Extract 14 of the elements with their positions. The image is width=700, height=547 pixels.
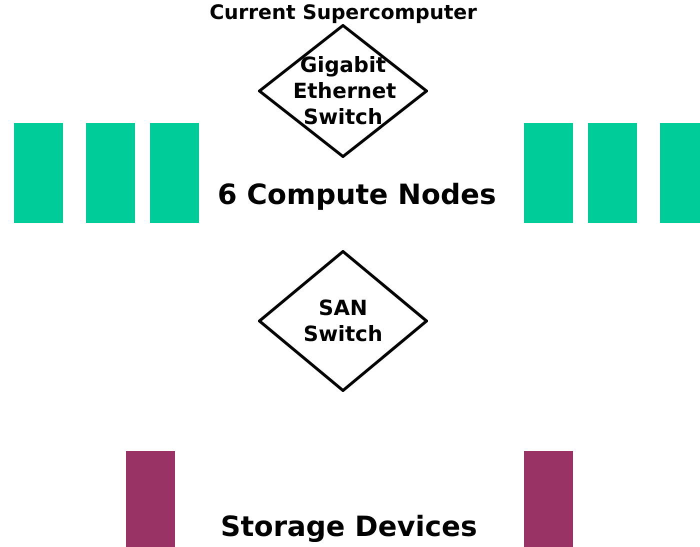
storage-device-bar — [524, 451, 573, 547]
compute-node-bar — [524, 123, 573, 223]
compute-node-bar — [86, 123, 135, 223]
switch-diamond — [258, 250, 428, 392]
switch-diamond — [258, 24, 428, 158]
compute-node-bar — [588, 123, 637, 223]
compute-node-bar — [660, 123, 700, 223]
compute-node-bar — [150, 123, 199, 223]
switch-label: SAN Switch — [302, 294, 384, 348]
storage-device-bar — [126, 451, 175, 547]
diagram-title: Current Supercomputer — [210, 0, 477, 24]
compute-node-bar — [14, 123, 63, 223]
group-label: 6 Compute Nodes — [218, 178, 496, 211]
group-label: Storage Devices — [220, 510, 478, 543]
